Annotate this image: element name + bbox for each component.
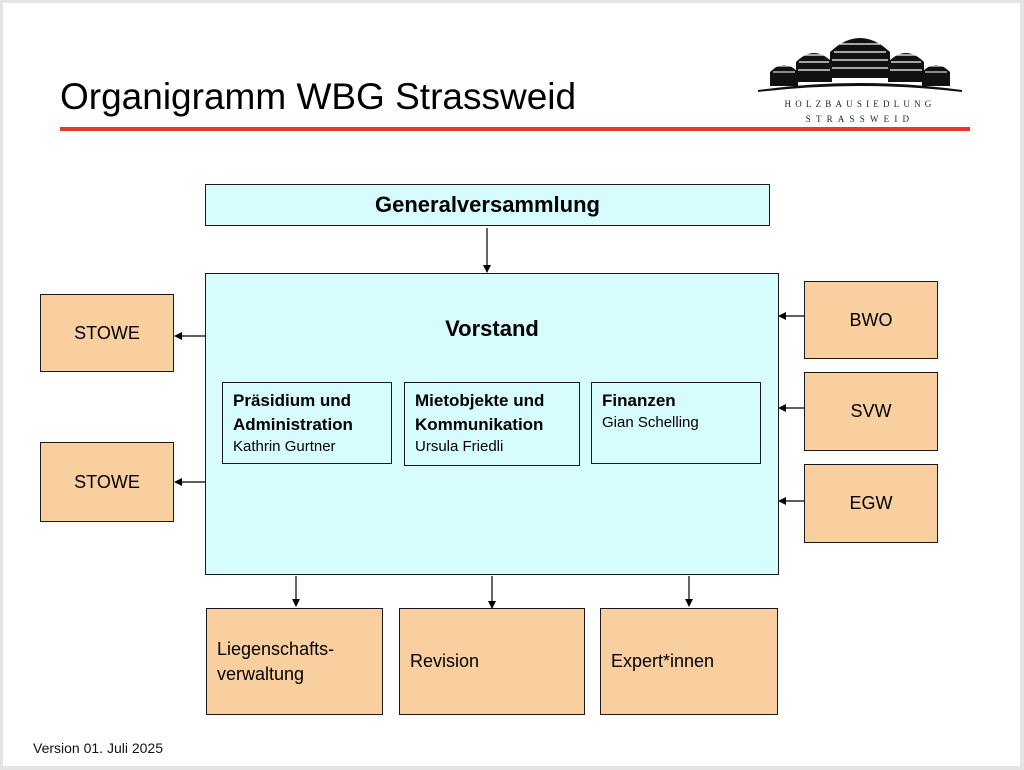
svw-label: SVW: [850, 401, 892, 421]
logo-text-line1: HOLZBAUSIEDLUNG: [784, 99, 936, 109]
expertinnen-label: Expert*innen: [611, 651, 715, 671]
version-footer: Version 01. Juli 2025: [33, 740, 163, 756]
generalversammlung-label: Generalversammlung: [375, 192, 600, 217]
revision-label: Revision: [410, 651, 480, 671]
box-expertinnen: Expert*innen: [600, 608, 778, 715]
unit-title-line1: Finanzen: [602, 391, 676, 410]
unit-praesidium: Präsidium und Administration Kathrin Gur…: [222, 382, 392, 464]
stowe-label: STOWE: [74, 471, 140, 492]
box-svw: SVW: [804, 372, 938, 451]
unit-mietobjekte: Mietobjekte und Kommunikation Ursula Fri…: [404, 382, 580, 466]
liegenschaft-label-line2: verwaltung: [217, 663, 305, 684]
box-generalversammlung: Generalversammlung: [205, 184, 770, 226]
egw-label: EGW: [849, 493, 893, 513]
unit-person: Ursula Friedli: [415, 438, 504, 455]
box-liegenschaftsverwaltung: Liegenschafts- verwaltung: [206, 608, 383, 715]
logo-text-line2: STRASSWEID: [805, 114, 915, 124]
title-underline: [60, 127, 970, 131]
box-stowe-2: STOWE: [40, 442, 174, 522]
holzbausiedlung-logo: HOLZBAUSIEDLUNG STRASSWEID: [752, 22, 968, 126]
liegenschaft-label-line1: Liegenschafts-: [217, 638, 335, 659]
logo-roof-graphic: [758, 36, 962, 92]
box-bwo: BWO: [804, 281, 938, 359]
vorstand-label: Vorstand: [445, 316, 539, 341]
bwo-label: BWO: [849, 309, 893, 330]
stowe-label: STOWE: [74, 322, 140, 343]
unit-title-line1: Präsidium und: [233, 391, 352, 410]
unit-person: Kathrin Gurtner: [233, 438, 336, 455]
box-revision: Revision: [399, 608, 585, 715]
page-title: Organigramm WBG Strassweid: [60, 76, 577, 117]
box-vorstand: Vorstand: [205, 273, 779, 575]
unit-title-line1: Mietobjekte und: [415, 391, 545, 410]
box-stowe-1: STOWE: [40, 294, 174, 372]
unit-finanzen: Finanzen Gian Schelling: [591, 382, 761, 464]
unit-title-line2: Kommunikation: [415, 415, 544, 434]
box-egw: EGW: [804, 464, 938, 543]
unit-title-line2: Administration: [233, 415, 353, 434]
unit-person: Gian Schelling: [602, 414, 699, 431]
